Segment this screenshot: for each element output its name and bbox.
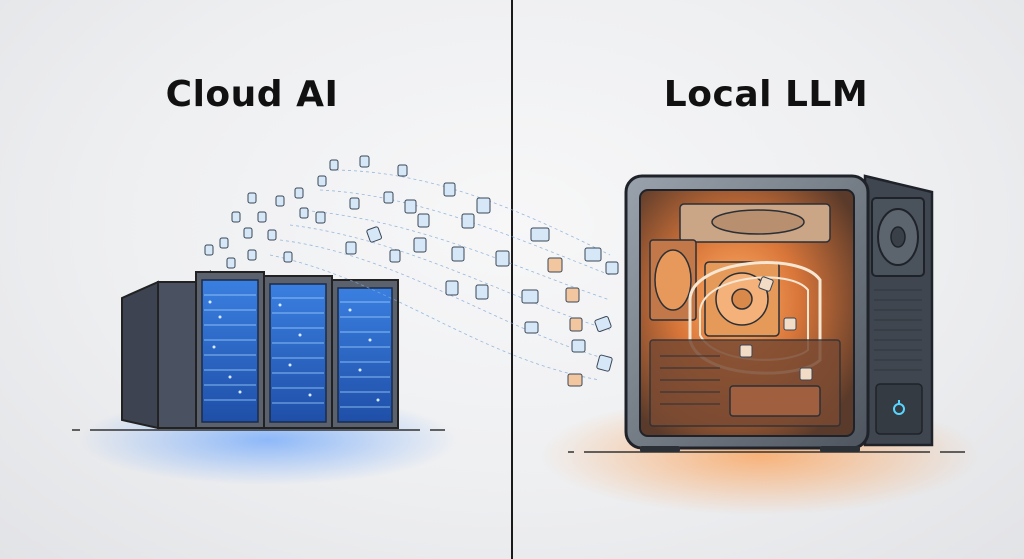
cloud-ai-title: Cloud AI — [165, 74, 339, 115]
server-rack-icon — [121, 270, 399, 430]
local-llm-title: Local LLM — [663, 74, 869, 115]
desktop-pc-icon — [624, 174, 934, 452]
data-token-icon — [204, 155, 619, 387]
